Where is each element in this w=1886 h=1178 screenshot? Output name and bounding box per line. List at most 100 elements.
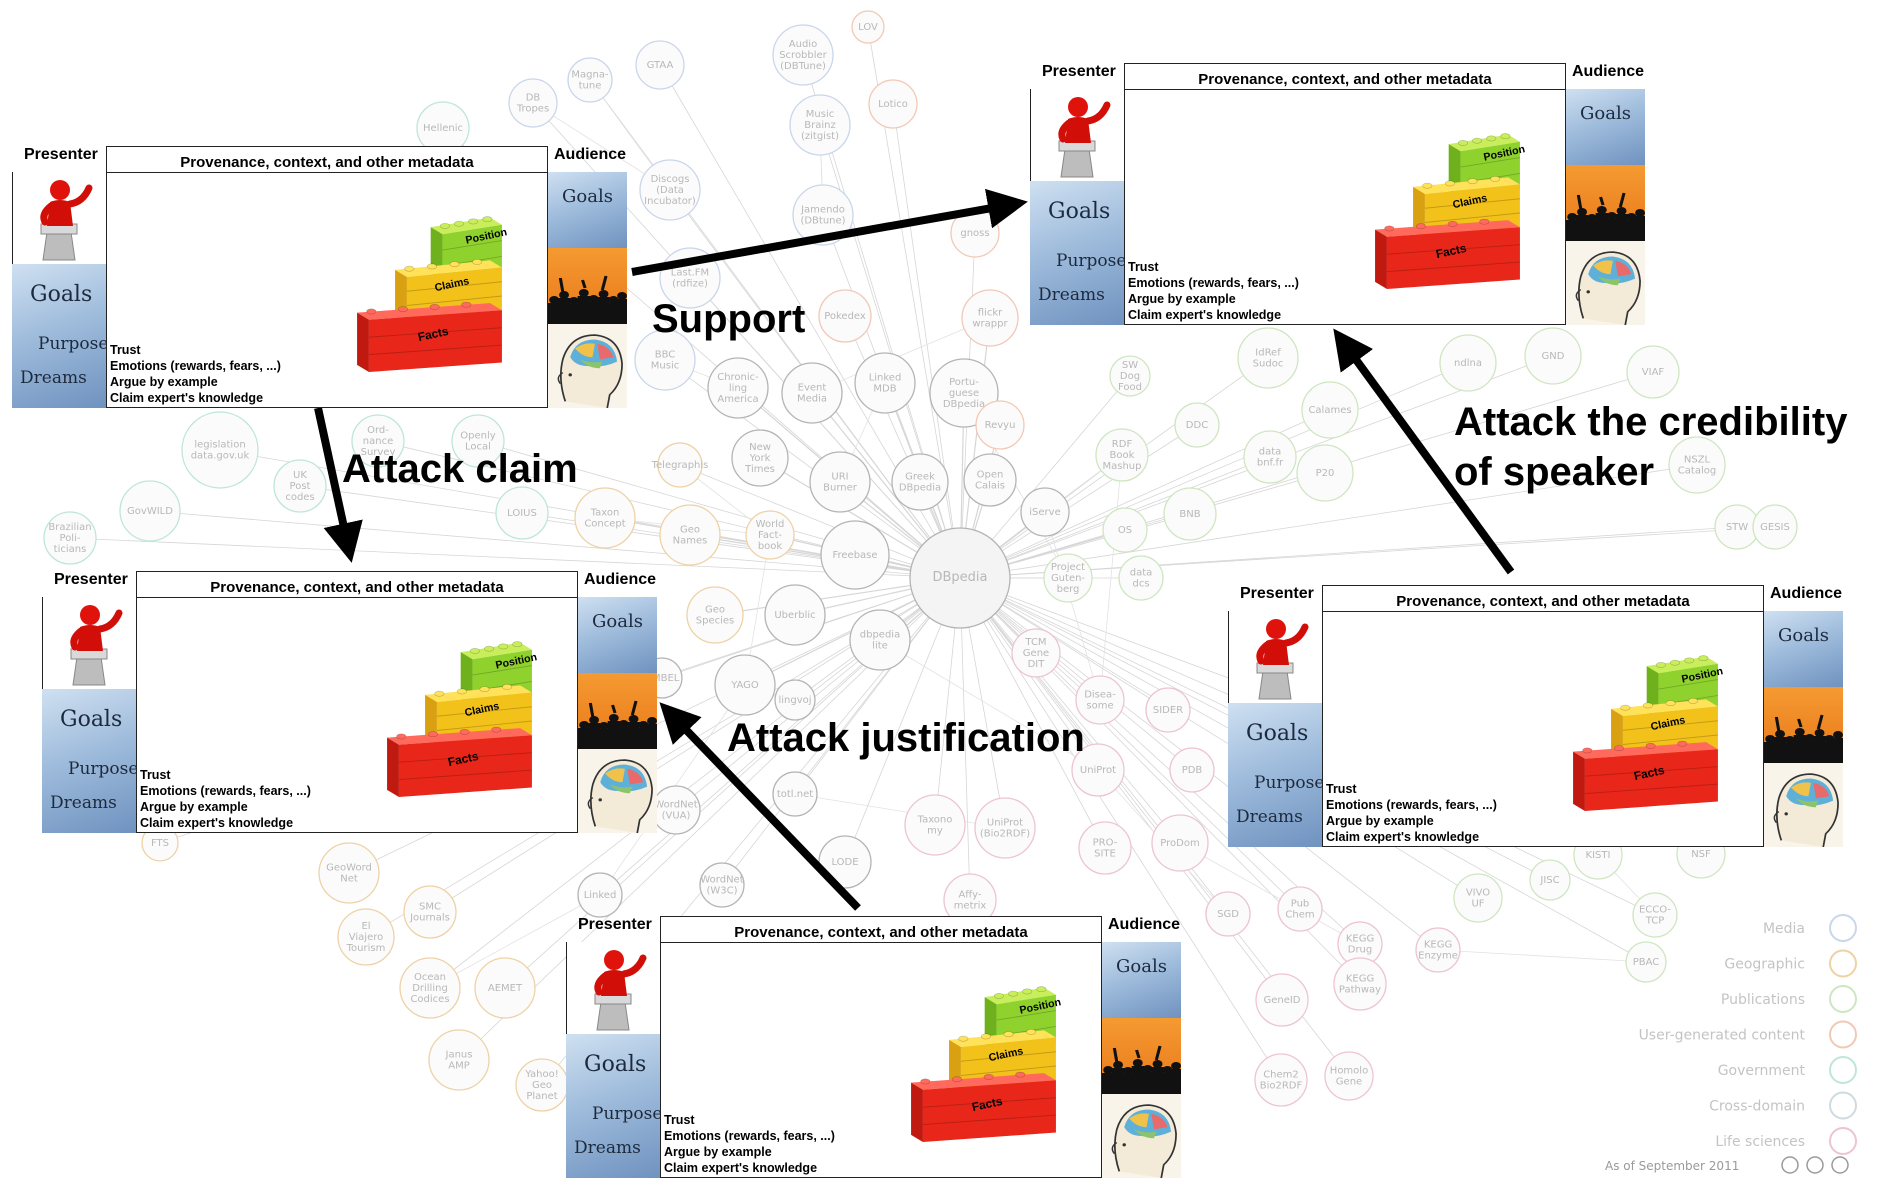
svg-text:Pokedex: Pokedex: [824, 311, 866, 322]
purpose-word: Purpose: [1254, 773, 1322, 793]
svg-text:YAGO: YAGO: [730, 680, 759, 691]
svg-text:(DBtune): (DBtune): [800, 216, 845, 227]
svg-text:Geo: Geo: [705, 605, 725, 616]
goals-word: Goals: [562, 186, 613, 207]
rhetoric-item: Trust: [1128, 260, 1159, 274]
cloud-legend: MediaGeographicPublicationsUser-generate…: [1639, 914, 1857, 1174]
svg-text:Species: Species: [696, 616, 735, 627]
svg-text:TCP: TCP: [1645, 916, 1665, 927]
svg-text:Ord-: Ord-: [367, 425, 389, 436]
svg-text:IdRef: IdRef: [1255, 348, 1281, 359]
goals-word: Goals: [592, 611, 643, 632]
cloud-node: lingvoj: [774, 679, 816, 721]
as-of-label: As of September 2011: [1605, 1159, 1739, 1173]
svg-text:Music: Music: [806, 109, 834, 120]
rhetoric-item: Trust: [140, 768, 171, 782]
audience-crowd-image: [1102, 1018, 1181, 1094]
cloud-node: PBAC: [1625, 941, 1667, 983]
svg-text:Survey: Survey: [361, 447, 396, 458]
cloud-node: LOIUS: [495, 486, 549, 540]
svg-text:Guten-: Guten-: [1051, 573, 1085, 584]
panel-header: Provenance, context, and other metadata: [106, 146, 548, 173]
cloud-node: DBpedia: [909, 527, 1011, 629]
svg-text:LOIUS: LOIUS: [507, 508, 537, 519]
purpose-word: Purpose: [38, 334, 106, 354]
panel-header-text: Provenance, context, and other metadata: [734, 924, 1028, 941]
cloud-node: P20: [1296, 444, 1354, 502]
svg-text:GTAA: GTAA: [647, 60, 674, 71]
cloud-node: SIDER: [1145, 687, 1191, 733]
svg-text:Chronic-: Chronic-: [717, 372, 759, 383]
svg-text:SITE: SITE: [1094, 849, 1116, 860]
legend-swatch: [1829, 1056, 1857, 1084]
legend-swatch: [1829, 914, 1857, 942]
audience-goals-image: Goals: [548, 172, 627, 248]
svg-text:GovWILD: GovWILD: [127, 506, 173, 517]
svg-text:ProDom: ProDom: [1160, 838, 1199, 849]
cloud-node: Freebase: [820, 520, 890, 590]
svg-text:Gene: Gene: [1023, 648, 1049, 659]
legend-swatch: [1829, 1091, 1857, 1120]
cloud-node: UniProt: [1071, 743, 1125, 797]
svg-text:Burner: Burner: [823, 483, 858, 494]
license-icon: [1781, 1156, 1799, 1174]
svg-text:SMC: SMC: [419, 902, 441, 913]
attack-claim-arrow: [314, 407, 363, 563]
rhetoric-item: Argue by example: [110, 375, 218, 389]
rhetoric-item: Argue by example: [1326, 814, 1434, 828]
panel-header: Provenance, context, and other metadata: [1124, 63, 1566, 90]
svg-text:DBpedia: DBpedia: [899, 483, 941, 494]
svg-text:Yahoo!: Yahoo!: [524, 1069, 558, 1080]
svg-text:STW: STW: [1726, 522, 1748, 533]
svg-text:data: data: [1130, 568, 1153, 579]
cloud-node: BNB: [1163, 487, 1217, 541]
cloud-node: Uberblic: [764, 584, 826, 646]
svg-text:UF: UF: [1471, 899, 1484, 910]
cloud-node: Telegraphis: [651, 442, 708, 488]
svg-text:Drug: Drug: [1348, 945, 1373, 956]
svg-text:Brazilian: Brazilian: [48, 522, 91, 533]
svg-text:Audio: Audio: [789, 39, 817, 50]
presenter-label: Presenter: [578, 916, 652, 933]
cloud-node: ndlna: [1439, 334, 1497, 392]
svg-text:Fact-: Fact-: [758, 530, 782, 541]
goals-word: Goals: [1048, 199, 1111, 224]
svg-text:RDF: RDF: [1112, 439, 1133, 450]
svg-text:GESIS: GESIS: [1760, 522, 1790, 533]
svg-text:UK: UK: [293, 470, 307, 481]
svg-text:Calais: Calais: [975, 481, 1005, 492]
svg-text:SW: SW: [1122, 360, 1138, 371]
audience-goals-image: Goals: [578, 597, 657, 673]
svg-text:America: America: [717, 394, 758, 405]
svg-text:PBAC: PBAC: [1633, 957, 1660, 968]
svg-text:Codices: Codices: [410, 994, 449, 1005]
svg-text:Journals: Journals: [409, 913, 450, 924]
support-label: Support: [652, 297, 806, 341]
svg-text:ECCO-: ECCO-: [1639, 905, 1671, 916]
svg-text:Janus: Janus: [445, 1050, 473, 1061]
legend-label: Publications: [1721, 992, 1805, 1008]
rhetoric-item: Emotions (rewards, fears, ...): [664, 1129, 835, 1143]
svg-text:my: my: [927, 826, 943, 837]
attack-credibility-label-line2: of speaker: [1454, 450, 1655, 494]
cloud-node: JISC: [1529, 859, 1571, 901]
